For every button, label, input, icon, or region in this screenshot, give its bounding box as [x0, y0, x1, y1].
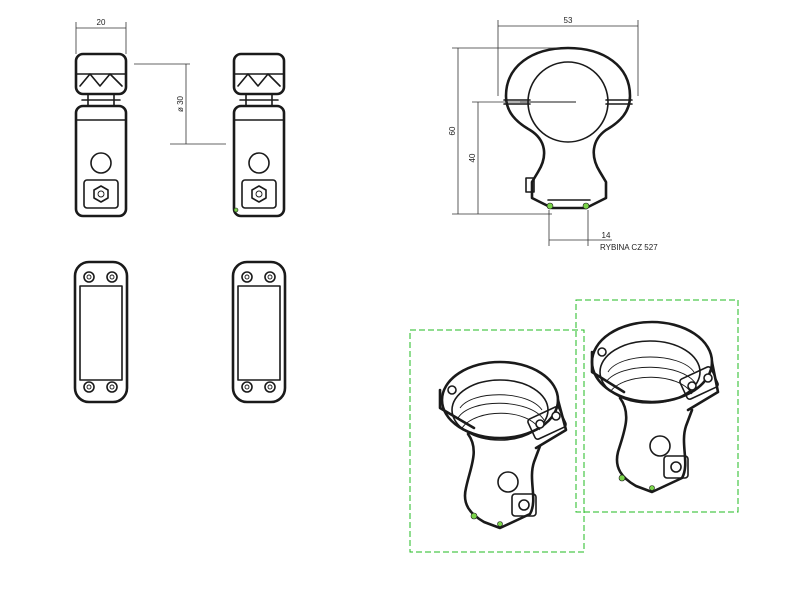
side-view-left — [74, 52, 128, 218]
dimension-center-height: 40 — [468, 101, 520, 214]
iso-mount-right — [590, 320, 720, 494]
dimension-center-height-label: 40 — [468, 153, 477, 162]
top-view-right — [231, 260, 287, 404]
dimension-overall-height-label: 60 — [448, 126, 457, 135]
top-view-left — [73, 260, 129, 404]
dimension-base-width-label: 14 — [602, 231, 611, 240]
drawing-caption: RYBINA CZ 527 — [600, 243, 658, 252]
dimension-overall-width-label: 53 — [564, 16, 573, 25]
iso-mount-left — [438, 360, 568, 530]
dimension-diameter: ø 30 — [134, 63, 226, 145]
dimension-top-width: 20 — [75, 18, 127, 54]
side-view-right — [232, 52, 286, 218]
dimension-top-width-label: 20 — [97, 18, 106, 27]
iso-frame-right — [575, 299, 739, 513]
dimension-diameter-label: ø 30 — [176, 95, 185, 112]
dimension-base-width: 14 — [548, 210, 612, 246]
iso-frame-left — [409, 329, 585, 553]
front-view-ring — [503, 46, 633, 210]
dimension-overall-width: 53 — [497, 16, 639, 96]
dimension-overall-height: 60 — [448, 47, 560, 215]
